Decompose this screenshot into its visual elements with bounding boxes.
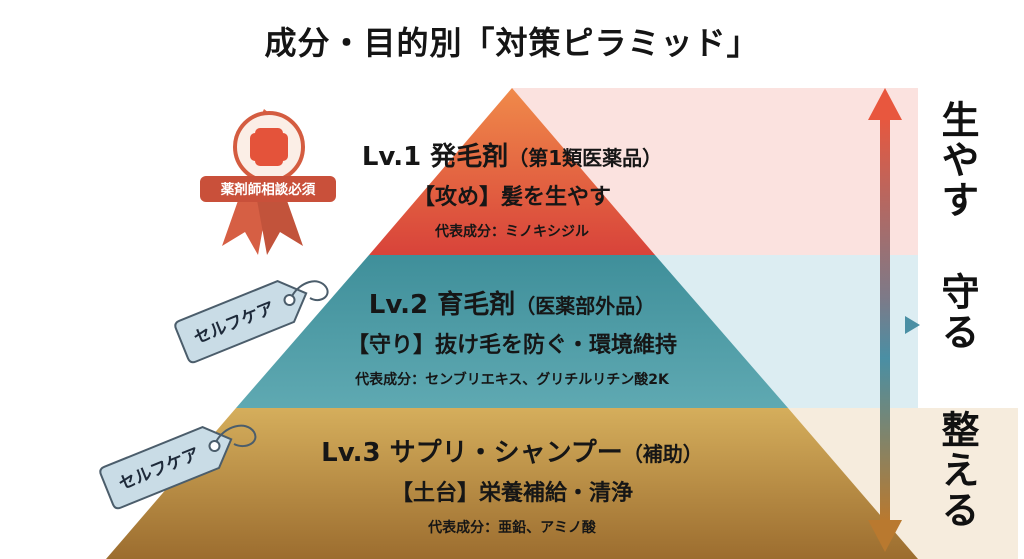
- level-1-subtitle: 【攻め】髪を生やす: [412, 185, 611, 210]
- pyramid-tier-3: [106, 408, 918, 559]
- level-2-title-main: Lv.2 育毛剤: [368, 290, 516, 320]
- side-label-bottom: 整える: [935, 410, 979, 530]
- side-label-middle: 守る: [935, 272, 979, 352]
- pyramid-tier-2: [236, 255, 788, 408]
- level-2-subtitle: 【守り】抜け毛を防ぐ・環境維持: [346, 333, 677, 358]
- level-2-ingredients: 代表成分：センブリエキス、グリチルリチン酸2K: [355, 372, 669, 388]
- level-3-subtitle: 【土台】栄養補給・清浄: [390, 481, 633, 506]
- level-2-title-paren: （医薬部外品）: [515, 294, 656, 318]
- level-1-title: Lv.1 発毛剤（第1類医薬品）: [312, 136, 712, 173]
- level-3-text: Lv.3 サプリ・シャンプー（補助） 【土台】栄養補給・清浄 代表成分：亜鉛、ア…: [212, 432, 812, 537]
- medical-cross-icon: [250, 128, 288, 166]
- level-3-title-paren: （補助）: [622, 442, 703, 466]
- level-1-title-main: Lv.1 発毛剤: [361, 142, 509, 172]
- level-1-title-paren: （第1類医薬品）: [508, 146, 663, 170]
- level-3-title: Lv.3 サプリ・シャンプー（補助）: [212, 432, 812, 469]
- level-2-text: Lv.2 育毛剤（医薬部外品） 【守り】抜け毛を防ぐ・環境維持 代表成分：センブ…: [262, 284, 762, 389]
- vertical-double-arrow-icon: [868, 88, 920, 552]
- level-2-title: Lv.2 育毛剤（医薬部外品）: [262, 284, 762, 321]
- pharmacist-badge: 薬剤師相談必須: [200, 109, 336, 255]
- badge-label: 薬剤師相談必須: [221, 181, 316, 198]
- side-label-top: 生やす: [935, 100, 979, 220]
- level-1-text: Lv.1 発毛剤（第1類医薬品） 【攻め】髪を生やす 代表成分：ミノキシジル: [312, 136, 712, 241]
- level-3-ingredients: 代表成分：亜鉛、アミノ酸: [428, 520, 596, 536]
- page-title: 成分・目的別「対策ピラミッド」: [264, 24, 760, 62]
- level-1-ingredients: 代表成分：ミノキシジル: [435, 224, 589, 240]
- tag-string-1: [291, 280, 329, 302]
- tag-string-2: [215, 424, 257, 448]
- pyramid-tier-1: [369, 88, 655, 255]
- level-3-title-main: Lv.3 サプリ・シャンプー: [321, 438, 623, 468]
